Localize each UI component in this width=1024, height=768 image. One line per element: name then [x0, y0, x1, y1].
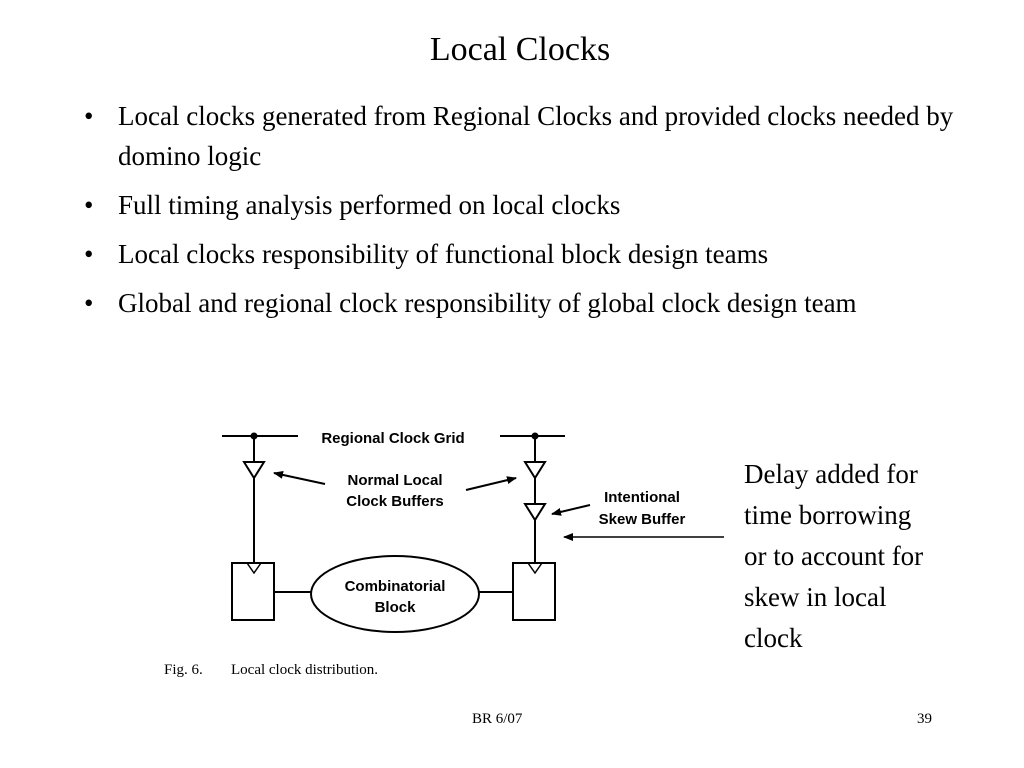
- bullet-list: • Local clocks generated from Regional Cl…: [80, 96, 960, 332]
- delay-note-line: Delay added for: [744, 459, 918, 489]
- skew-buffer-arrow: [551, 504, 591, 516]
- skew-buffer-label-1: Intentional: [604, 489, 680, 506]
- figure-caption-text: Local clock distribution.: [231, 662, 378, 678]
- bullet-icon: •: [84, 190, 94, 220]
- flip-flop-right: [512, 562, 556, 621]
- bullet-icon: •: [84, 288, 94, 318]
- delay-note: Delay added for time borrowing or to acc…: [744, 454, 1014, 659]
- local-clock-diagram: Regional Clock Grid Combinatorial Block …: [164, 430, 724, 678]
- buffer-arrow-left: [273, 470, 326, 485]
- bullet-text: Local clocks responsibility of functiona…: [118, 239, 769, 269]
- combinatorial-block-label-1: Combinatorial: [345, 578, 446, 595]
- delay-note-line: skew in local: [744, 582, 887, 612]
- slide-title: Local Clocks: [429, 31, 611, 68]
- buffers-label-1: Normal Local: [347, 472, 442, 489]
- bullet-item: • Full timing analysis performed on local…: [80, 185, 960, 225]
- bullet-item: • Global and regional clock responsibilit…: [80, 283, 960, 323]
- bullet-item: • Local clocks responsibility of function…: [80, 234, 960, 274]
- delay-note-line: time borrowing: [744, 500, 912, 530]
- buffer-arrow-right: [465, 476, 517, 491]
- figure-caption-number: Fig. 6.: [164, 662, 203, 678]
- skew-buffer: [523, 503, 547, 522]
- combinatorial-block: [310, 555, 480, 633]
- combinatorial-block-label-2: Block: [375, 599, 417, 616]
- buffers-label-2: Clock Buffers: [346, 493, 444, 510]
- page-number: 39: [917, 711, 932, 727]
- bullet-text: Local clocks generated from Regional Clo…: [118, 101, 954, 171]
- left-clock-branch: [242, 436, 266, 563]
- bullet-icon: •: [84, 101, 94, 131]
- delay-note-line: or to account for: [744, 541, 924, 571]
- bullet-text: Full timing analysis performed on local …: [118, 190, 621, 220]
- bullet-item: • Local clocks generated from Regional Cl…: [80, 96, 960, 176]
- bullet-icon: •: [84, 239, 94, 269]
- skew-buffer-label-2: Skew Buffer: [599, 511, 686, 528]
- footer-author-date: BR 6/07: [472, 711, 523, 727]
- bullet-text: Global and regional clock responsibility…: [118, 288, 857, 318]
- regional-clock-grid-label: Regional Clock Grid: [321, 430, 464, 447]
- right-clock-branch: [523, 436, 547, 563]
- flip-flop-left: [231, 562, 275, 621]
- local-clock-buffer-right: [523, 461, 547, 480]
- local-clock-buffer-left: [242, 461, 266, 480]
- delay-note-line: clock: [744, 623, 803, 653]
